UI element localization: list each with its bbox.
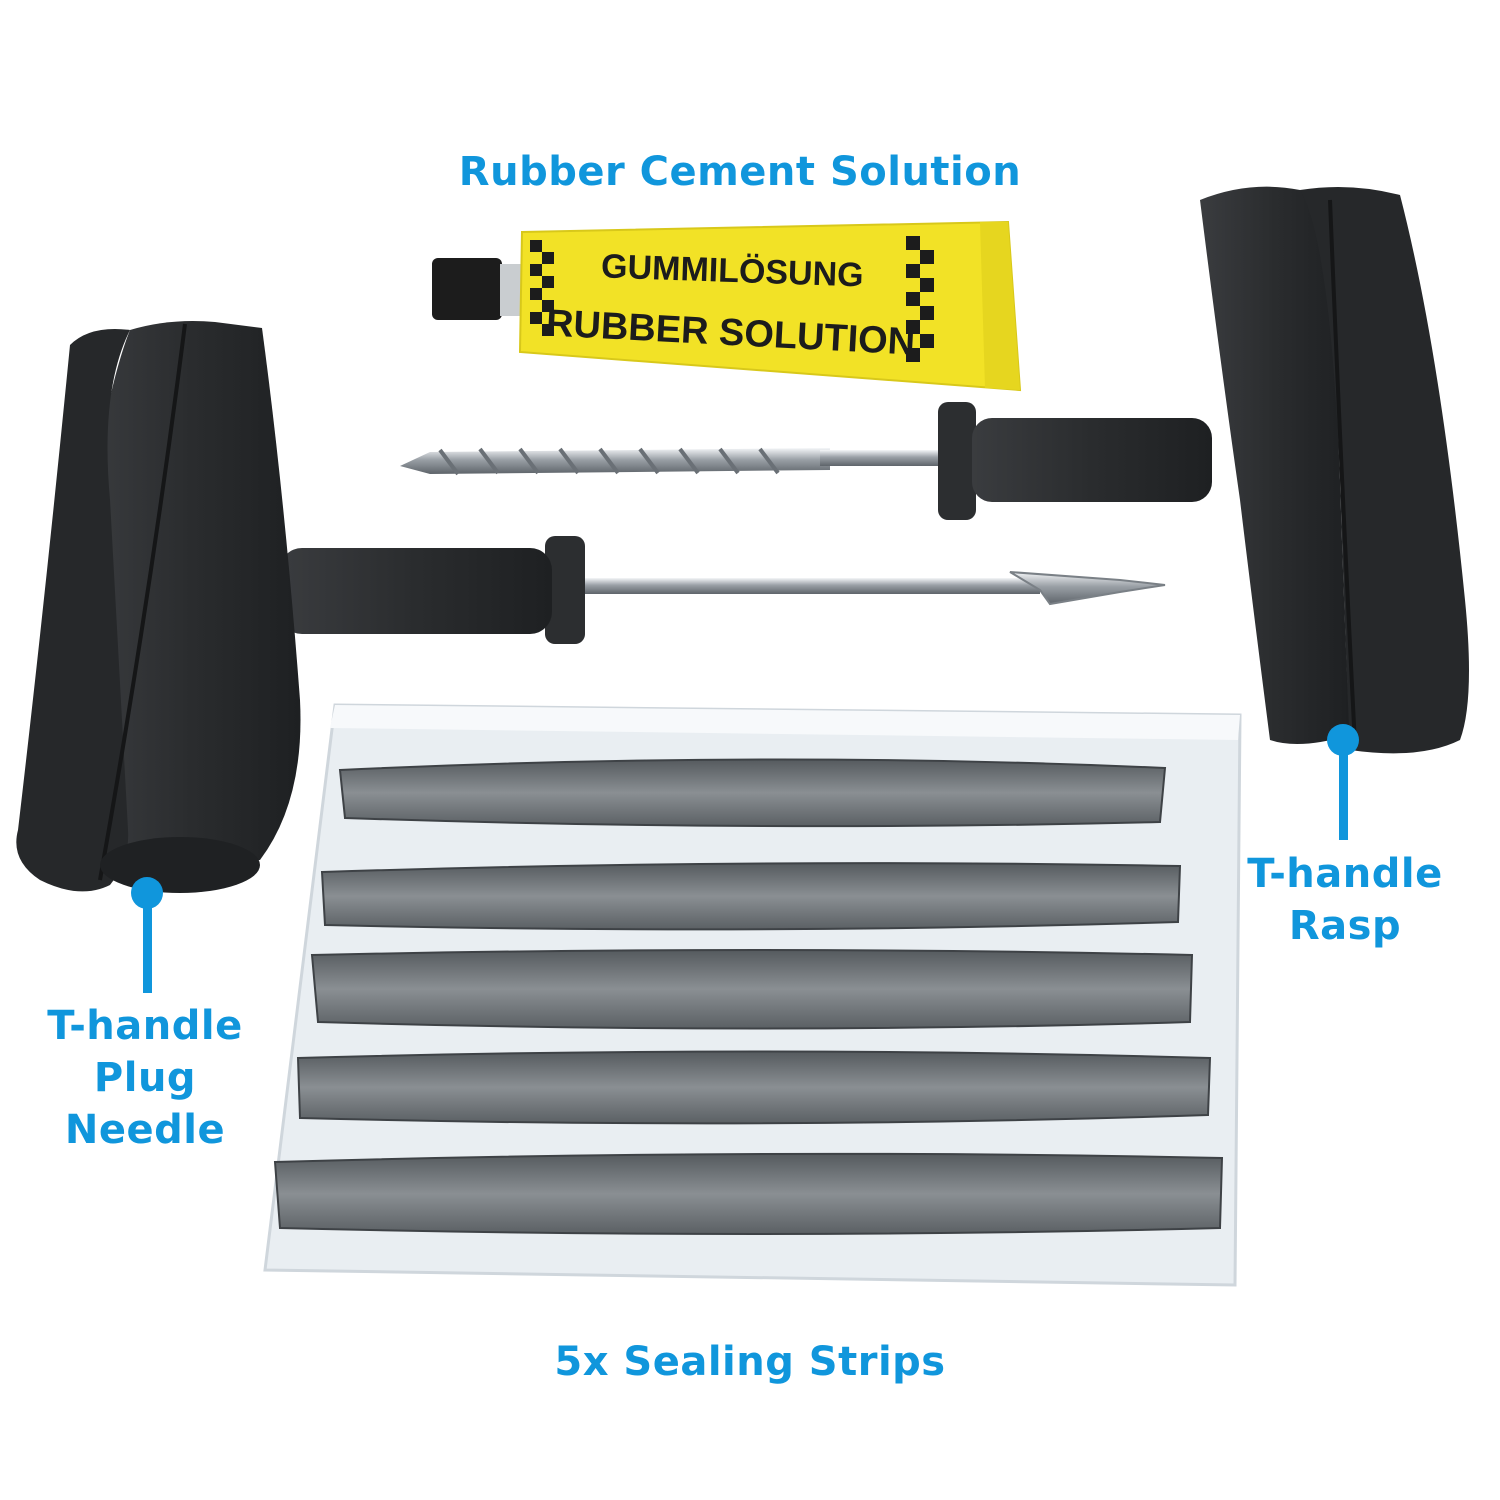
label-rubber-cement: Rubber Cement Solution bbox=[300, 146, 1180, 198]
t-handle-rasp bbox=[400, 186, 1469, 754]
checker-pattern bbox=[530, 236, 934, 362]
sealing-strip bbox=[310, 949, 1194, 1030]
label-sealing-strips: 5x Sealing Strips bbox=[350, 1336, 1150, 1388]
tube-label-line1: GUMMILÖSUNG bbox=[601, 247, 865, 294]
label-needle-line1: T-handle bbox=[47, 1003, 243, 1049]
callout-rasp bbox=[1327, 724, 1359, 840]
sealing-strip bbox=[338, 758, 1167, 828]
label-rasp-line1: T-handle bbox=[1247, 851, 1443, 897]
label-strips-text: 5x Sealing Strips bbox=[554, 1339, 946, 1385]
sealing-strip bbox=[296, 1050, 1212, 1125]
label-t-handle-plug-needle: T-handle Plug Needle bbox=[10, 1000, 280, 1156]
sealing-strip bbox=[273, 1152, 1224, 1235]
label-needle-line3: Needle bbox=[64, 1107, 226, 1153]
callout-needle bbox=[131, 877, 163, 993]
label-rasp-line2: Rasp bbox=[1288, 903, 1402, 949]
sealing-strips bbox=[273, 758, 1224, 1235]
label-needle-line2: Plug bbox=[93, 1055, 197, 1101]
sealing-strip bbox=[320, 862, 1182, 931]
t-handle-plug-needle bbox=[16, 321, 1166, 893]
label-t-handle-rasp: T-handle Rasp bbox=[1200, 848, 1490, 952]
label-cement-text: Rubber Cement Solution bbox=[458, 149, 1022, 195]
rubber-cement-tube: GUMMILÖSUNG RUBBER SOLUTION bbox=[432, 220, 1022, 392]
